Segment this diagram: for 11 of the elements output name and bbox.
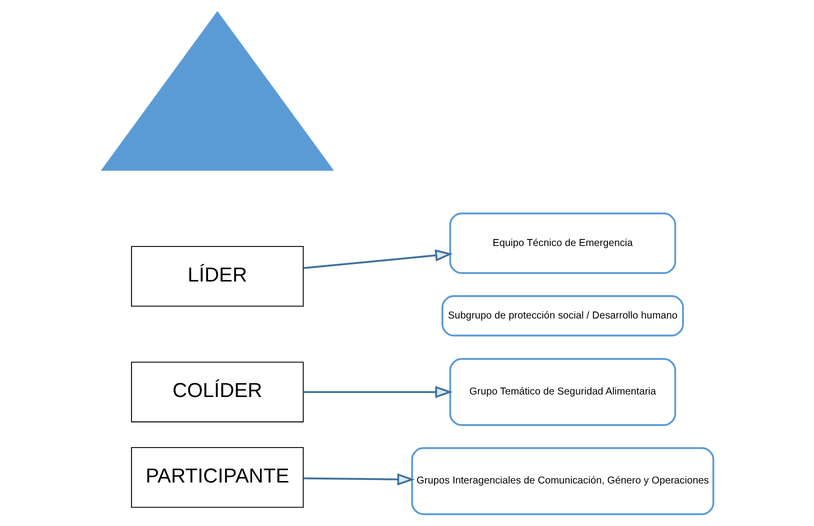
node-box: Equipo Técnico de Emergencia [448, 212, 676, 274]
arrow [303, 386, 452, 398]
node-box: COLÍDER [130, 362, 304, 422]
node-box: Grupos Interagenciales de Comunicación, Género y Operaciones [410, 447, 714, 516]
node-box: LÍDER [130, 246, 304, 307]
arrow [303, 473, 414, 486]
node-box: Subgrupo de protección social / Desarrollo humano [440, 295, 684, 336]
node-triangle [100, 11, 334, 171]
node-box: PARTICIPANTE [130, 447, 304, 508]
node-box: Grupo Temático de Seguridad Alimentaria [448, 358, 676, 426]
arrow [303, 249, 452, 269]
